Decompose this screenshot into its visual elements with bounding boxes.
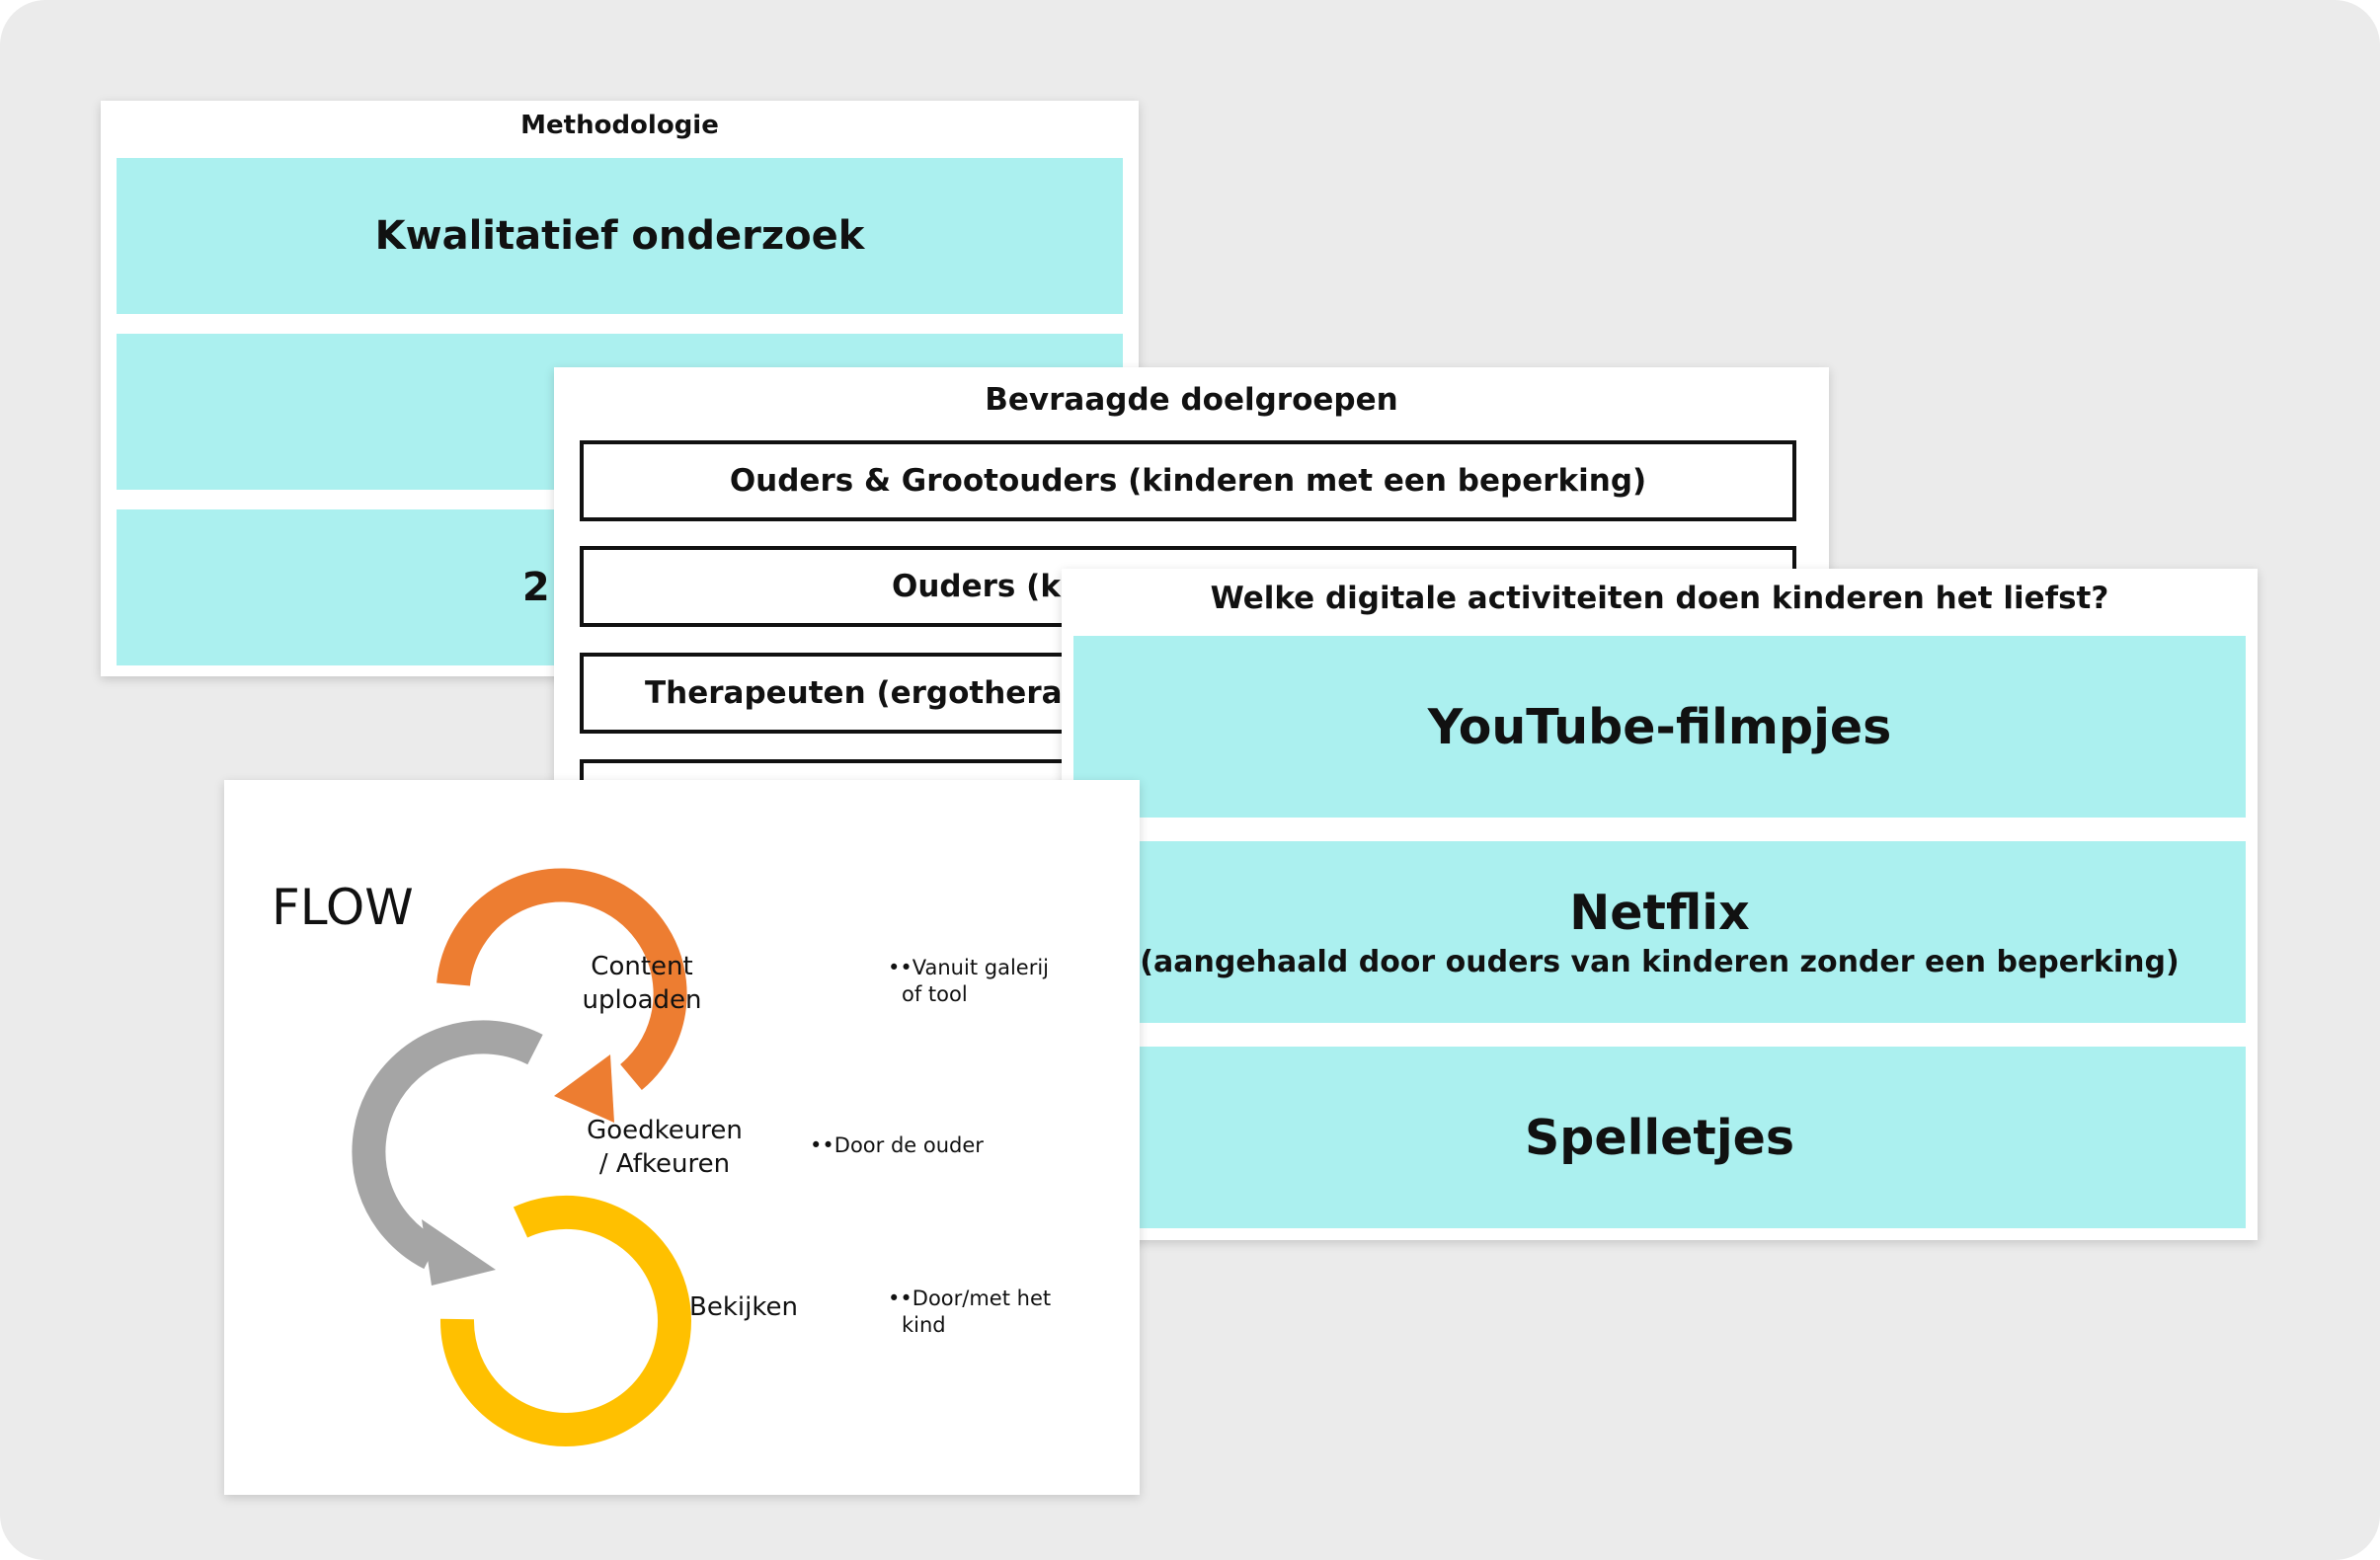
activity-box-youtube: YouTube-filmpjes bbox=[1073, 636, 2246, 818]
activity-main: YouTube-filmpjes bbox=[1427, 698, 1892, 755]
flow-step-label: Goedkeuren bbox=[587, 1116, 743, 1145]
flow-step-label: Content bbox=[591, 952, 693, 981]
flow-note-approve: ••Door de ouder bbox=[810, 1132, 984, 1159]
flow-note-line: ••Vanuit galerij bbox=[888, 956, 1049, 979]
activity-box-netflix: Netflix (aangehaald door ouders van kind… bbox=[1073, 841, 2246, 1023]
flow-arrow-approve bbox=[352, 1020, 543, 1270]
flow-note-view: ••Door/met het kind bbox=[888, 1286, 1051, 1339]
activity-main: Spelletjes bbox=[1524, 1109, 1795, 1166]
flow-note-line: ••Door/met het bbox=[888, 1287, 1052, 1310]
method-box-qualitative: Kwalitatief onderzoek bbox=[117, 158, 1123, 314]
activity-main: Netflix bbox=[1569, 885, 1750, 941]
flow-step-label: / Afkeuren bbox=[598, 1149, 731, 1179]
flow-step-label: Bekijken bbox=[689, 1292, 798, 1322]
group-box-parents-grandparents: Ouders & Grootouders (kinderen met een b… bbox=[580, 440, 1796, 521]
flow-arrow-upload bbox=[436, 868, 687, 1091]
flow-arrow-view bbox=[439, 1195, 691, 1446]
slide-title: Welke digitale activiteiten doen kindere… bbox=[1210, 581, 2109, 616]
flow-step-approve: Goedkeuren / Afkeuren bbox=[587, 1114, 743, 1181]
flow-step-upload: Content uploaden bbox=[582, 950, 701, 1017]
flow-diagram bbox=[352, 868, 691, 1446]
flow-note-line: kind bbox=[902, 1313, 946, 1337]
slide-flow: FLOW Content uploaden Goedkeuren / Afkeu… bbox=[224, 780, 1140, 1495]
activity-sub: (aangehaald door ouders van kinderen zon… bbox=[1140, 945, 2180, 979]
flow-note-upload: ••Vanuit galerij of tool bbox=[888, 955, 1049, 1008]
slide-title: Bevraagde doelgroepen bbox=[985, 382, 1398, 418]
flow-arrowhead-approve bbox=[422, 1219, 496, 1286]
flow-note-line: ••Door de ouder bbox=[810, 1133, 984, 1157]
slide-activities: Welke digitale activiteiten doen kindere… bbox=[1062, 569, 2258, 1240]
flow-note-line: of tool bbox=[902, 982, 968, 1006]
flow-arrowhead-upload bbox=[554, 1054, 614, 1123]
flow-step-label: uploaden bbox=[582, 985, 702, 1015]
flow-step-view: Bekijken bbox=[689, 1290, 798, 1324]
activity-box-games: Spelletjes bbox=[1073, 1047, 2246, 1228]
flow-title: FLOW bbox=[272, 879, 414, 936]
slide-title: Methodologie bbox=[520, 111, 719, 140]
